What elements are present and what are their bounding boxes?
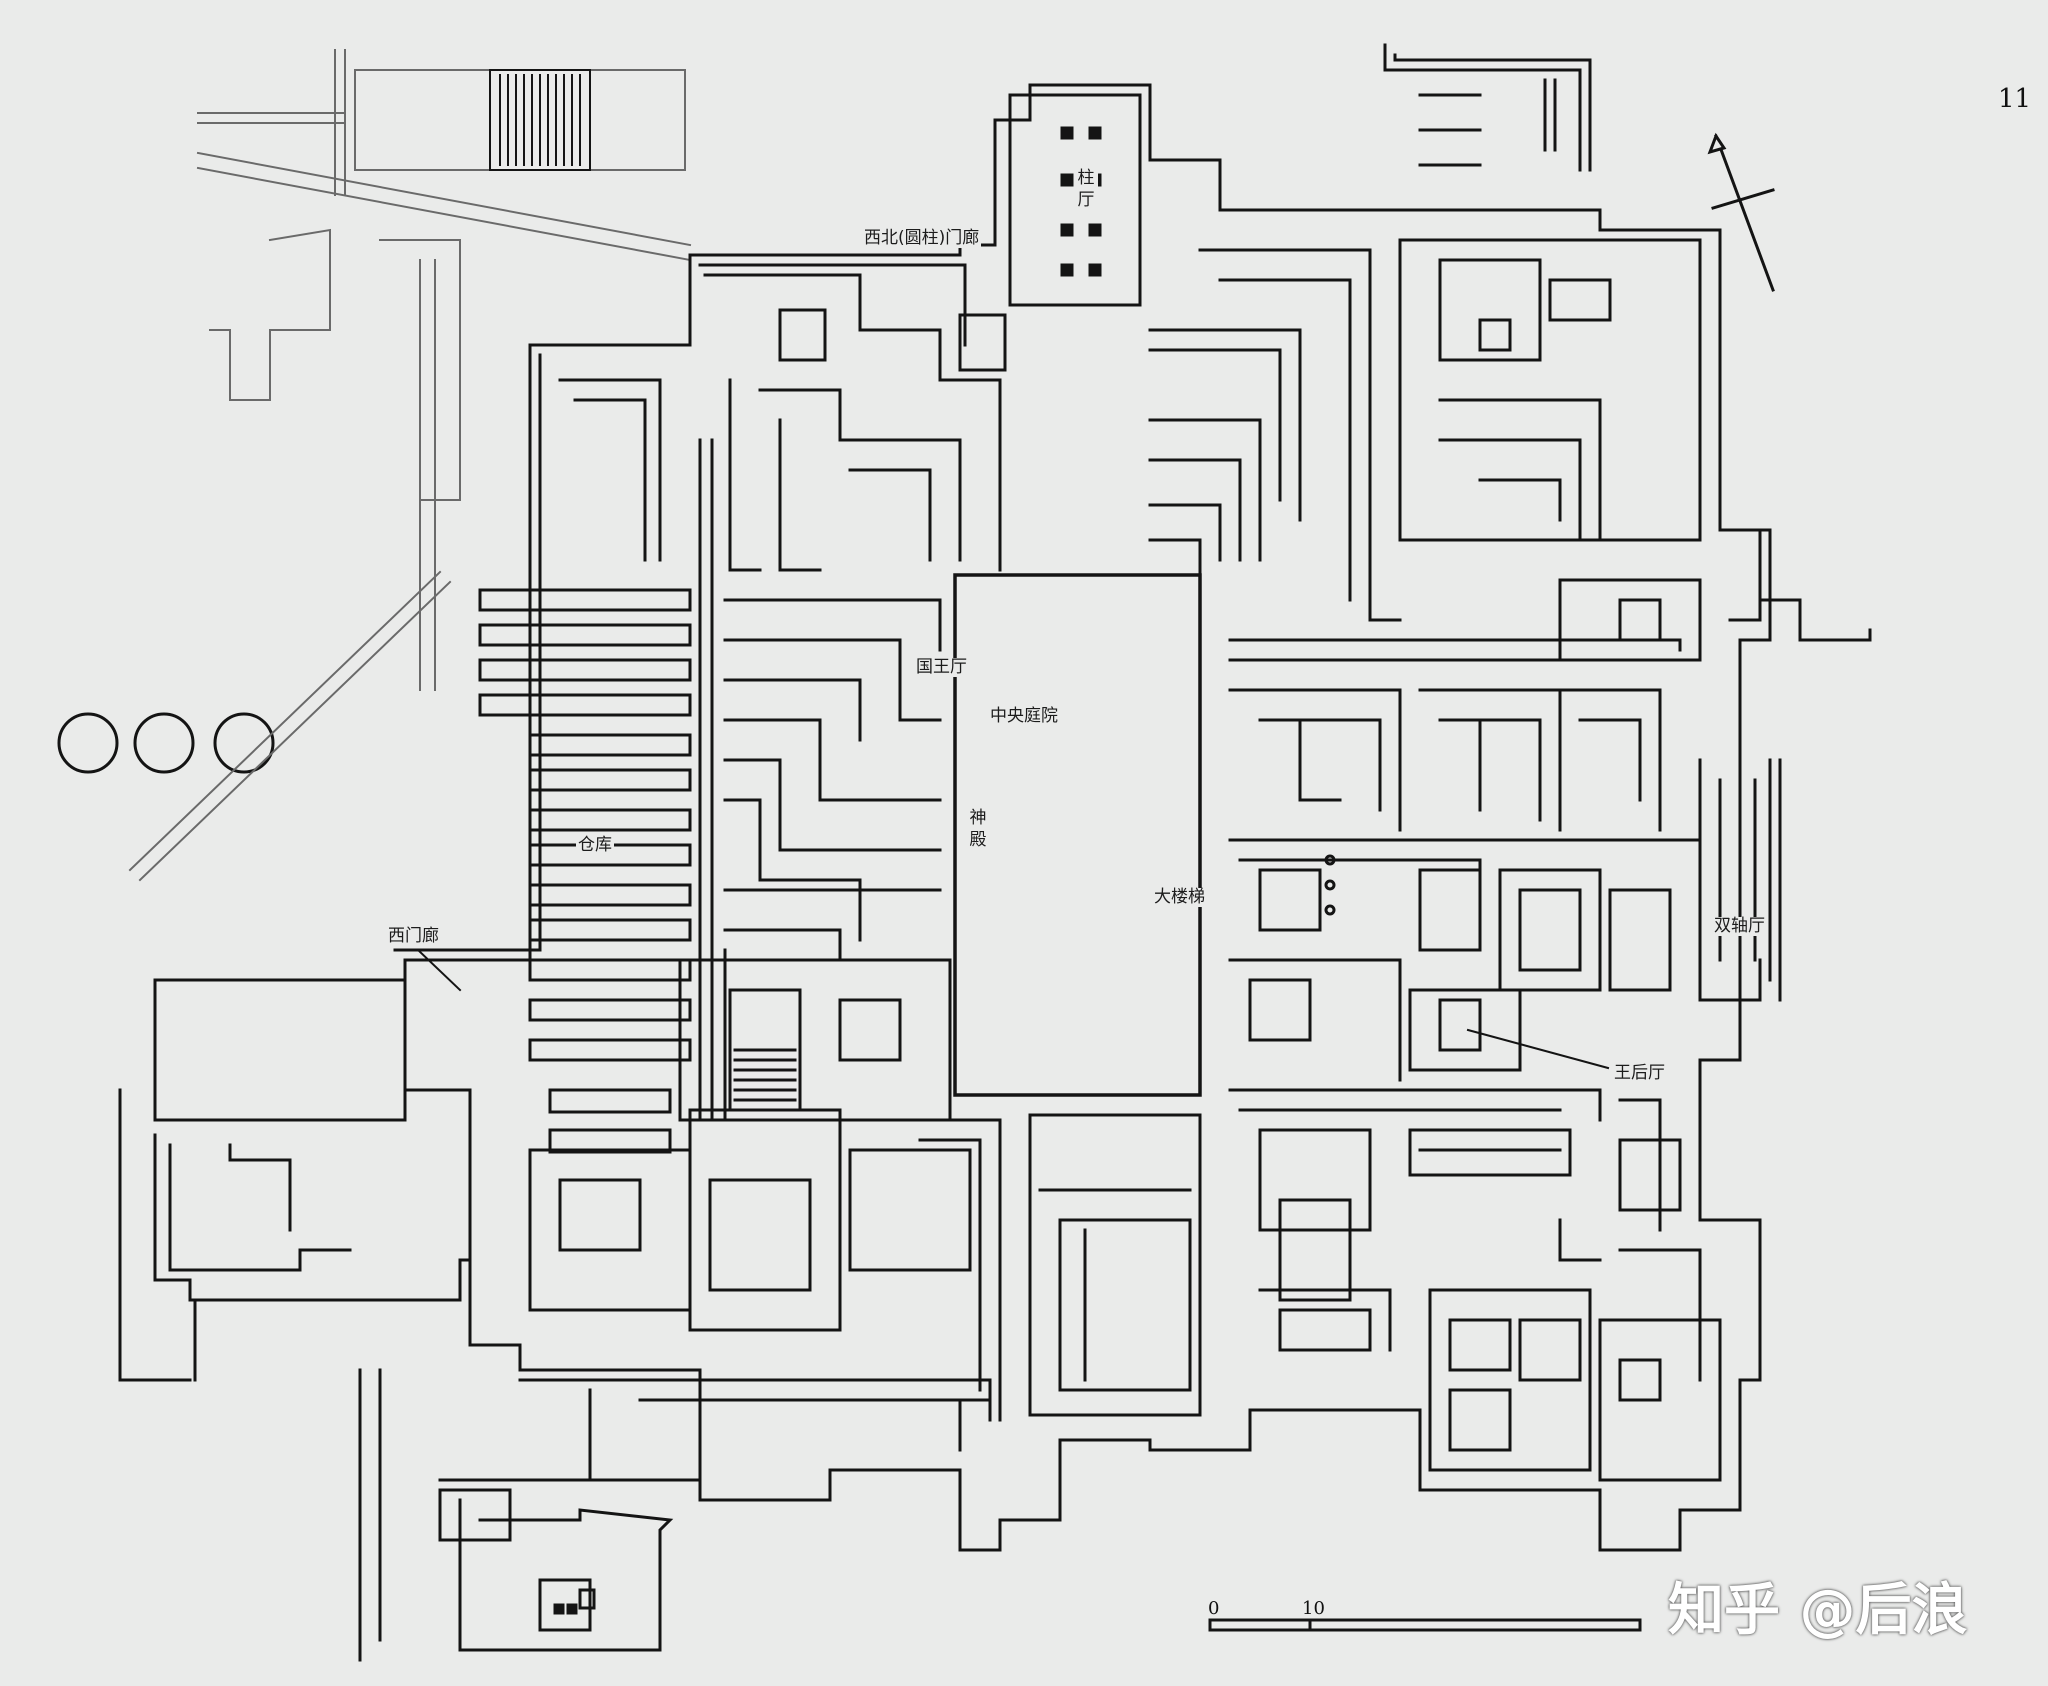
label-storage: 仓库 [576, 835, 614, 855]
scale-mark: 10 [1302, 1598, 1325, 1619]
south-central-rooms [918, 1113, 1202, 1452]
label-queens-hall: 王后厅 [1612, 1063, 1667, 1083]
west-storerooms [478, 378, 714, 1154]
label-west-gate: 西门廊 [386, 926, 441, 946]
palace-outline [393, 43, 1772, 1552]
scale-bar [1208, 1618, 1642, 1632]
leader-lines [416, 948, 1610, 1070]
label-kings-hall: 国王厅 [914, 657, 969, 677]
pillar-hall-structure [1008, 93, 1142, 307]
scale-start: 0 [1208, 1598, 1220, 1619]
label-central-court: 中央庭院 [988, 706, 1060, 726]
northwest-roads [128, 49, 692, 882]
page-number: 11 [1998, 84, 2032, 114]
label-grand-staircase: 大楼梯 [1152, 887, 1207, 907]
circular-pits [57, 712, 275, 774]
southwest-rooms [118, 978, 992, 1662]
nw-stairs [499, 74, 581, 166]
label-pillar-hall: 柱厅 [1074, 166, 1098, 212]
label-nw-gate: 西北(圆柱)门廊 [862, 228, 982, 248]
label-double-axe-hall: 双轴厅 [1712, 916, 1767, 936]
watermark: 知乎 @后浪 [1668, 1578, 1968, 1643]
label-shrine: 神殿 [966, 806, 990, 852]
north-arrow-icon [1707, 132, 1775, 292]
south-building [458, 1498, 674, 1652]
east-wing-rooms [1148, 238, 1722, 1482]
central-court-outline [953, 573, 1202, 1097]
west-inner-rooms [678, 273, 1007, 1122]
